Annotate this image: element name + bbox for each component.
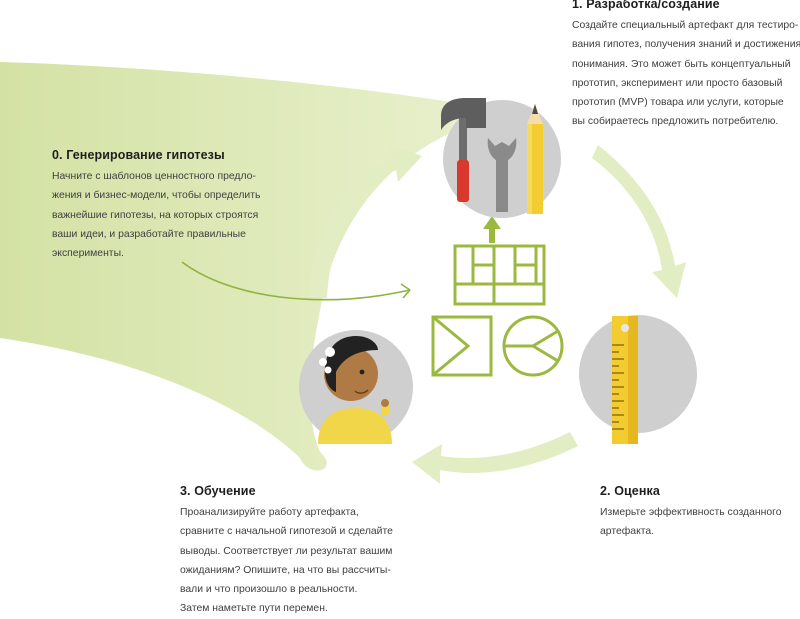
text-line: Начните с шаблонов ценностного предло-: [52, 171, 256, 182]
cycle-arrow-to-build: [309, 144, 422, 298]
text-line: эксперименты.: [52, 248, 124, 260]
person-icon: [299, 330, 413, 444]
text-line: важнейшие гипотезы, на которых строятся: [52, 209, 259, 221]
text-line: выводы. Соответствует ли результат вашим: [180, 545, 393, 557]
step-learn-text: Проанализируйте работу артефакта, сравни…: [180, 503, 430, 619]
step-measure-text: Измерьте эффективность созданного артефа…: [600, 503, 795, 542]
step-learn-title: 3. Обучение: [180, 484, 256, 498]
text-line: Создайте специальный артефакт для тестир…: [572, 20, 799, 31]
cycle-arrow-to-learn: [412, 432, 578, 484]
step-measure-title: 2. Оценка: [600, 484, 660, 498]
text-line: прототип (MVP) товара или услуги, которы…: [572, 97, 784, 109]
text-line: прототип, эксперимент или просто базовый: [572, 77, 783, 89]
text-line: Затем наметьте пути перемен.: [180, 603, 328, 615]
text-line: вали и что произошло в реальности.: [180, 584, 358, 596]
text-line: Проанализируйте работу артефакта,: [180, 507, 359, 518]
hypothesis-pointer-head: [400, 283, 411, 299]
ruler-icon: [579, 315, 697, 444]
step-hypothesis-title: 0. Генерирование гипотезы: [52, 148, 225, 162]
text-line: артефакта.: [600, 526, 655, 538]
step-build-text: Создайте специальный артефакт для тестир…: [572, 16, 800, 132]
cycle-arrows: [309, 144, 686, 484]
step-learn: 3. Обучение Проанализируйте работу артеф…: [180, 484, 430, 619]
text-line: понимания. Это может быть концептуальный: [572, 58, 791, 70]
canvas-templates-icon: [431, 244, 564, 377]
up-arrow-icon: [483, 216, 501, 243]
step-hypothesis: 0. Генерирование гипотезы Начните с шабл…: [52, 148, 302, 263]
hypothesis-beam: [0, 62, 470, 471]
text-line: ожиданиям? Опишите, на что вы рассчиты-: [180, 564, 391, 576]
cycle-arrow-to-measure: [592, 145, 686, 298]
step-build: 1. Разработка/создание Создайте специаль…: [572, 0, 800, 132]
step-hypothesis-text: Начните с шаблонов ценностного предло- ж…: [52, 167, 302, 263]
step-measure: 2. Оценка Измерьте эффективность созданн…: [600, 484, 795, 542]
text-line: жения и бизнес-модели, чтобы определить: [52, 190, 261, 202]
text-line: вы собираетесь предложить потребителю.: [572, 116, 779, 128]
text-line: ваши идеи, и разработайте правильные: [52, 228, 246, 240]
text-line: Измерьте эффективность созданного: [600, 507, 782, 518]
text-line: сравните с начальной гипотезой и сделайт…: [180, 526, 393, 538]
text-line: вания гипотез, получения знаний и достиж…: [572, 39, 800, 51]
step-build-title: 1. Разработка/создание: [572, 0, 720, 11]
hypothesis-pointer-line: [181, 261, 411, 301]
tools-icon: [441, 98, 561, 218]
